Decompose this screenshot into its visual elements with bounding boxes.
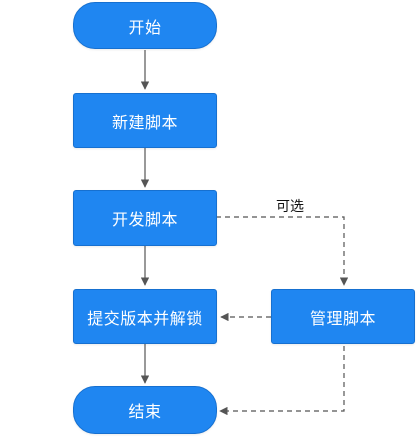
edge-manage-script-to-end (219, 346, 345, 416)
edge-label-optional: 可选 (274, 199, 306, 215)
node-submit-unlock-label: 提交版本并解锁 (87, 308, 203, 328)
node-start[interactable]: 开始 (73, 2, 217, 49)
node-new-script-label: 新建脚本 (111, 112, 178, 132)
node-new-script[interactable]: 新建脚本 (73, 93, 217, 148)
node-manage-script[interactable]: 管理脚本 (271, 289, 415, 344)
node-develop-script-label: 开发脚本 (111, 210, 178, 229)
node-end[interactable]: 结束 (73, 386, 217, 434)
node-end-label: 结束 (128, 402, 162, 421)
node-develop-script[interactable]: 开发脚本 (73, 190, 217, 246)
node-start-label: 开始 (128, 17, 162, 37)
node-manage-script-label: 管理脚本 (309, 308, 376, 328)
edge-develop-script-to-manage-script (216, 216, 349, 286)
node-submit-unlock[interactable]: 提交版本并解锁 (73, 289, 217, 344)
